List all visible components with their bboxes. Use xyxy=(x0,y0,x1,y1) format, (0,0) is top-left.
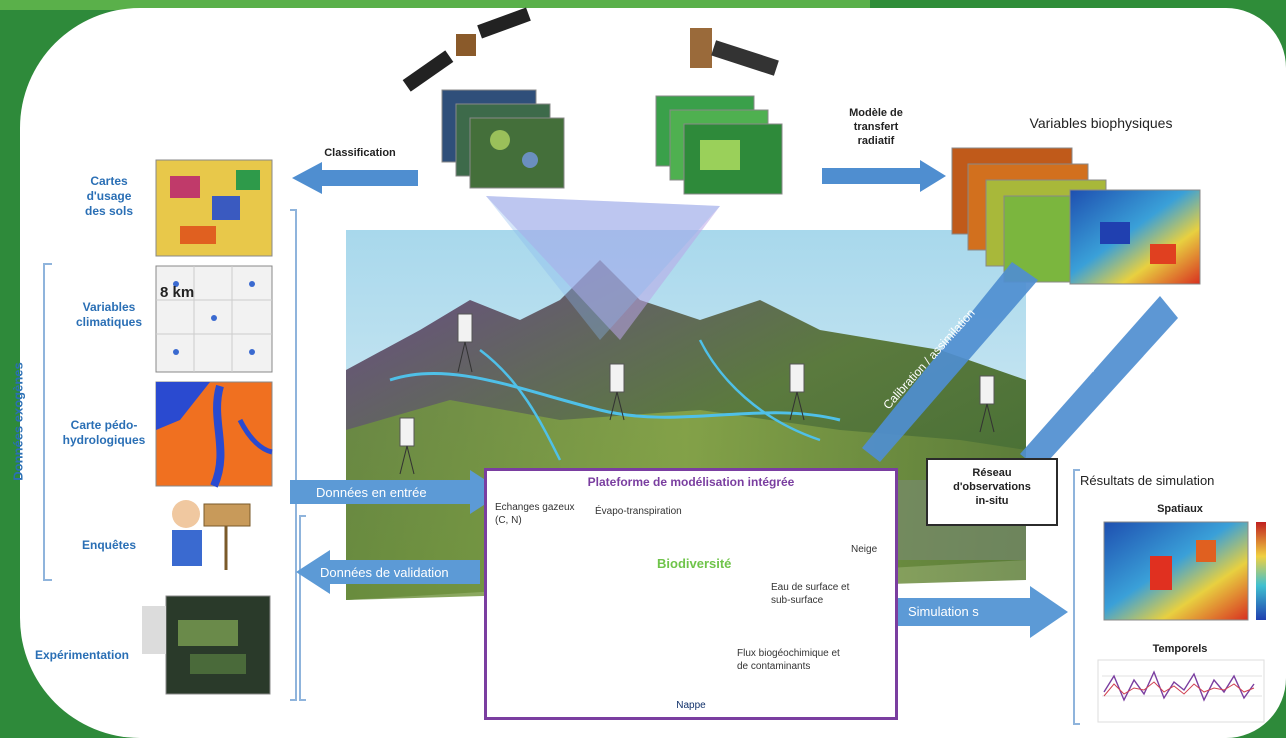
platform-title: Plateforme de modélisation intégrée xyxy=(587,475,795,489)
validation-data-arrow xyxy=(296,550,480,594)
satellite-right-icon xyxy=(690,28,779,76)
land-use-map xyxy=(155,159,273,257)
biophysical-maps xyxy=(951,147,1201,285)
evapotranspiration-label: Évapo-transpiration xyxy=(595,506,682,517)
groundwater-label: Nappe xyxy=(676,700,706,711)
climate-grid-map xyxy=(155,265,273,373)
station-icon xyxy=(399,313,995,475)
in-situ-network-box: Réseau d'observations in-situ xyxy=(926,458,1058,526)
satellite-image-stack-right xyxy=(655,95,783,195)
validation-data-label: Données de validation xyxy=(320,565,449,580)
calibration-arrow xyxy=(862,262,1038,462)
spatial-results-map xyxy=(1103,521,1266,621)
top-green-band xyxy=(0,0,870,10)
temporal-results-chart xyxy=(1097,659,1265,723)
biogeochemical-flux-label: Flux biogéochimique et de contaminants xyxy=(737,648,840,672)
surface-water-label: Eau de surface et sub-surface xyxy=(771,582,850,606)
radiative-model-arrow xyxy=(822,160,946,192)
input-data-arrow xyxy=(290,470,504,514)
climate-variables-label: Variables climatiques xyxy=(75,300,143,329)
simulations-label: Simulation s xyxy=(908,604,979,619)
soil-hydrology-map xyxy=(155,381,273,488)
input-data-label: Données en entrée xyxy=(316,485,427,500)
biodiversity-label: Biodiversité xyxy=(657,556,732,571)
exogenous-data-label: Données exogènes xyxy=(10,362,26,481)
satellite-image-stack-left xyxy=(441,89,565,189)
soil-hydrology-label: Carte pédo- hydrologiques xyxy=(62,418,146,447)
satellite-view-cone xyxy=(486,196,720,340)
simulation-arrow xyxy=(892,586,1068,638)
gas-exchange-label: Echanges gazeux (C, N) xyxy=(495,502,575,526)
satellite-left-icon xyxy=(402,7,531,92)
biophysical-variables-title: Variables biophysiques xyxy=(1029,115,1173,131)
simulation-results-title: Résultats de simulation xyxy=(1080,473,1215,488)
land-use-label: Cartes d'usage des sols xyxy=(84,174,134,218)
radiative-model-label: Modèle de transfert radiatif xyxy=(849,107,903,147)
top-dark-green-band xyxy=(870,0,1286,10)
classification-label: Classification xyxy=(324,147,396,159)
validation-products-arrow xyxy=(1020,296,1178,470)
experimentation-photo xyxy=(142,595,271,695)
results-bracket xyxy=(1073,469,1080,725)
experimentation-label: Expérimentation xyxy=(34,648,130,662)
temporal-results-label: Temporels xyxy=(1152,643,1208,655)
in-situ-network-label: Réseau d'observations in-situ xyxy=(953,467,1031,507)
modeling-platform-panel: Plateforme de modélisation intégrée Echa… xyxy=(484,468,898,720)
snow-label: Neige xyxy=(851,544,878,555)
exogenous-bracket xyxy=(43,263,52,581)
survey-farmer-illustration xyxy=(172,500,251,570)
classification-arrow xyxy=(292,162,418,194)
spatial-results-label: Spatiaux xyxy=(1157,503,1203,515)
input-bracket xyxy=(290,209,297,701)
surveys-label: Enquêtes xyxy=(81,538,136,552)
scale-label: 8 km xyxy=(160,284,195,301)
